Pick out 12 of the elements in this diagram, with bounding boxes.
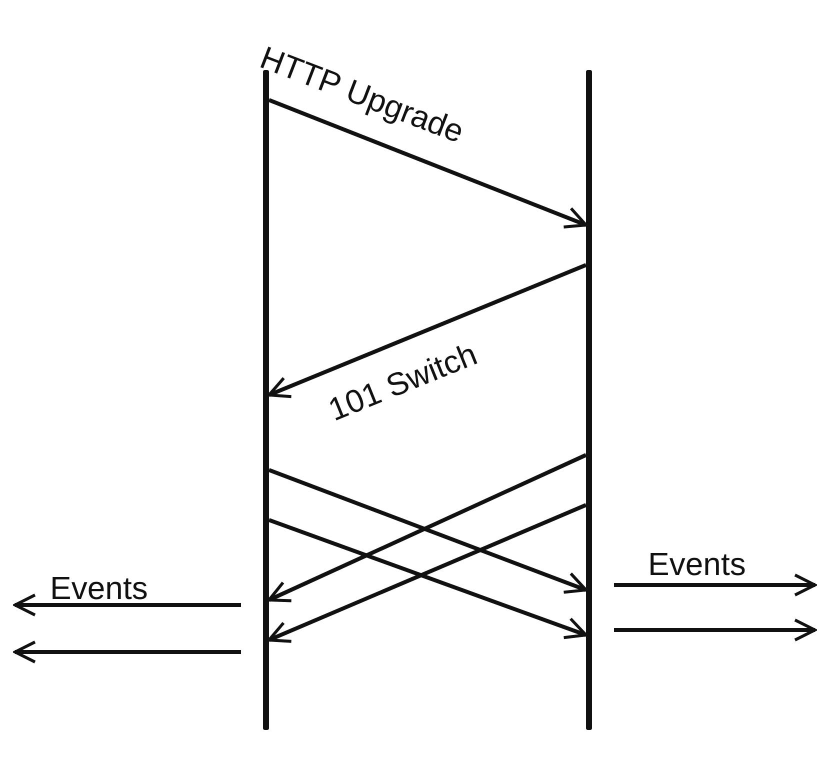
edge-label: Events (648, 548, 746, 580)
arrow (14, 594, 241, 616)
edge-label: 101 Switch (324, 338, 482, 426)
edge-label: Events (50, 572, 148, 604)
arrow (14, 640, 241, 664)
arrow (268, 453, 587, 602)
arrow (268, 263, 587, 398)
arrow (614, 574, 816, 596)
lifeline (586, 70, 592, 730)
arrow (614, 618, 816, 642)
arrow (268, 468, 588, 594)
arrow (268, 98, 588, 228)
